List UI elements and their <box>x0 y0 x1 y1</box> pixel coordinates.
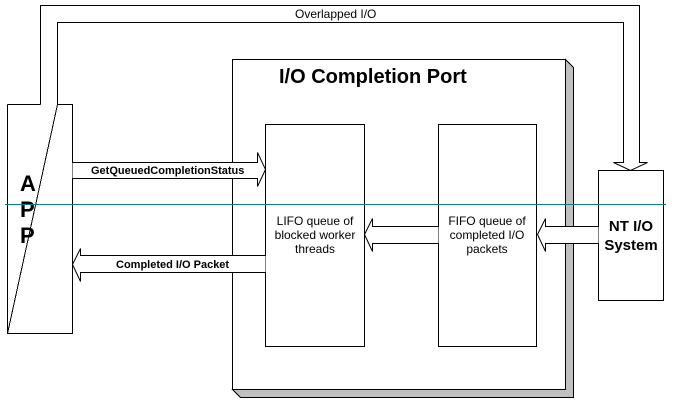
completed-packet-arrow: Completed I/O Packet <box>71 248 266 282</box>
app-letter-a: A <box>20 171 36 196</box>
nt-io-label-line-2: System <box>604 237 657 254</box>
fifo-to-lifo-arrow <box>363 218 439 252</box>
fifo-queue-box: FIFO queue of completed I/O packets <box>438 124 537 347</box>
nt-to-fifo-arrow <box>536 218 599 252</box>
lifo-label-line-3: threads <box>295 242 335 256</box>
nt-io-system-box: NT I/O System <box>598 170 664 301</box>
fifo-label-line-2: completed I/O <box>450 228 525 242</box>
completion-port-title: I/O Completion Port <box>279 66 467 88</box>
app-letter-p2: P <box>20 223 35 248</box>
get-queued-label: GetQueuedCompletionStatus <box>91 165 244 177</box>
app-box: A P P <box>6 104 73 334</box>
fifo-label-line-3: packets <box>466 242 507 256</box>
nt-io-label-line-1: NT I/O <box>609 218 653 235</box>
get-queued-arrow: GetQueuedCompletionStatus <box>72 152 267 187</box>
lifo-label-line-2: blocked worker <box>275 228 356 242</box>
lifo-label-line-1: LIFO queue of <box>277 214 354 228</box>
app-letter-p1: P <box>20 197 35 222</box>
overlapped-io-label: Overlapped I/O <box>295 7 376 21</box>
completed-packet-label: Completed I/O Packet <box>116 259 229 271</box>
fifo-label-line-1: FIFO queue of <box>448 214 526 228</box>
lifo-queue-box: LIFO queue of blocked worker threads <box>265 124 365 347</box>
